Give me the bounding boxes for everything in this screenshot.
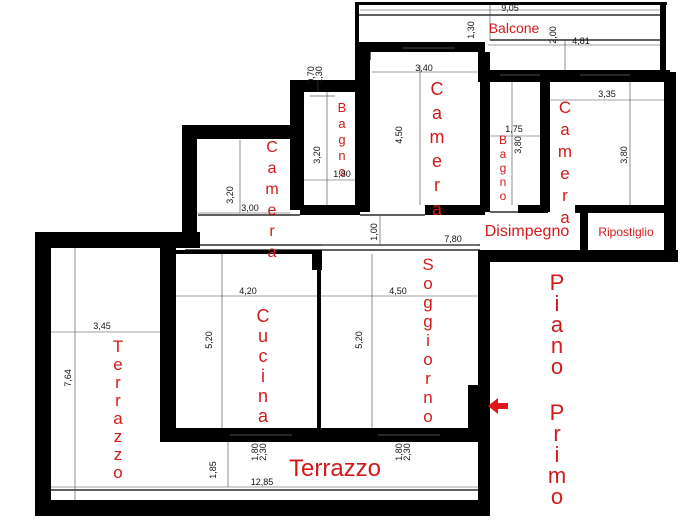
dim-7-64: 7,64 <box>63 369 73 387</box>
dim-5-20-b: 5,20 <box>354 331 364 349</box>
dim-4-50-a: 4,50 <box>394 126 404 144</box>
dim-5-20-a: 5,20 <box>204 331 214 349</box>
dim-3-80-b: 3,80 <box>619 146 629 164</box>
openings <box>230 47 630 436</box>
room-label-balcone: Balcone <box>489 20 540 36</box>
room-label-terrazzo-bottom: Terrazzo <box>289 455 381 482</box>
dim-3-45: 3,45 <box>93 321 111 331</box>
dim-1-30-b: 1,30 <box>314 66 324 84</box>
dim-0-70: 0,70 <box>306 66 316 84</box>
dim-1-80-a: 1,80 <box>333 169 351 179</box>
dim-12-85: 12,85 <box>251 477 274 487</box>
dim-3-40: 3,40 <box>415 63 433 73</box>
dim-1-75: 1,75 <box>505 124 523 134</box>
dim-3-35: 3,35 <box>598 89 616 99</box>
dim-9-05: 9,05 <box>501 3 519 13</box>
exterior-walls <box>35 2 678 516</box>
room-label-ripostiglio: Ripostiglio <box>598 225 654 239</box>
dim-3-80-a: 3,80 <box>513 136 523 154</box>
dim-2-30-a: 2,30 <box>258 443 268 461</box>
dim-3-20-a: 3,20 <box>312 146 322 164</box>
dim-4-81: 4,81 <box>572 36 590 46</box>
room-label-disimpegno: Disimpegno <box>485 223 570 240</box>
dim-2-00: 2,00 <box>548 26 558 44</box>
dim-7-80: 7,80 <box>444 234 462 244</box>
dim-3-20-b: 3,20 <box>225 186 235 204</box>
dim-1-30-a: 1,30 <box>466 21 476 39</box>
dim-2-30-b: 2,30 <box>402 443 412 461</box>
dim-4-50-b: 4,50 <box>389 286 407 296</box>
interior-walls <box>172 82 665 430</box>
dim-1-80-c: 1,80 <box>394 443 404 461</box>
dim-1-80-b: 1,80 <box>250 443 260 461</box>
arrow-left-icon <box>488 398 508 414</box>
dimension-lines <box>51 5 664 500</box>
dim-4-20: 4,20 <box>239 286 257 296</box>
dim-1-00: 1,00 <box>369 223 379 241</box>
dim-3-00: 3,00 <box>241 203 259 213</box>
dim-1-85: 1,85 <box>208 461 218 479</box>
